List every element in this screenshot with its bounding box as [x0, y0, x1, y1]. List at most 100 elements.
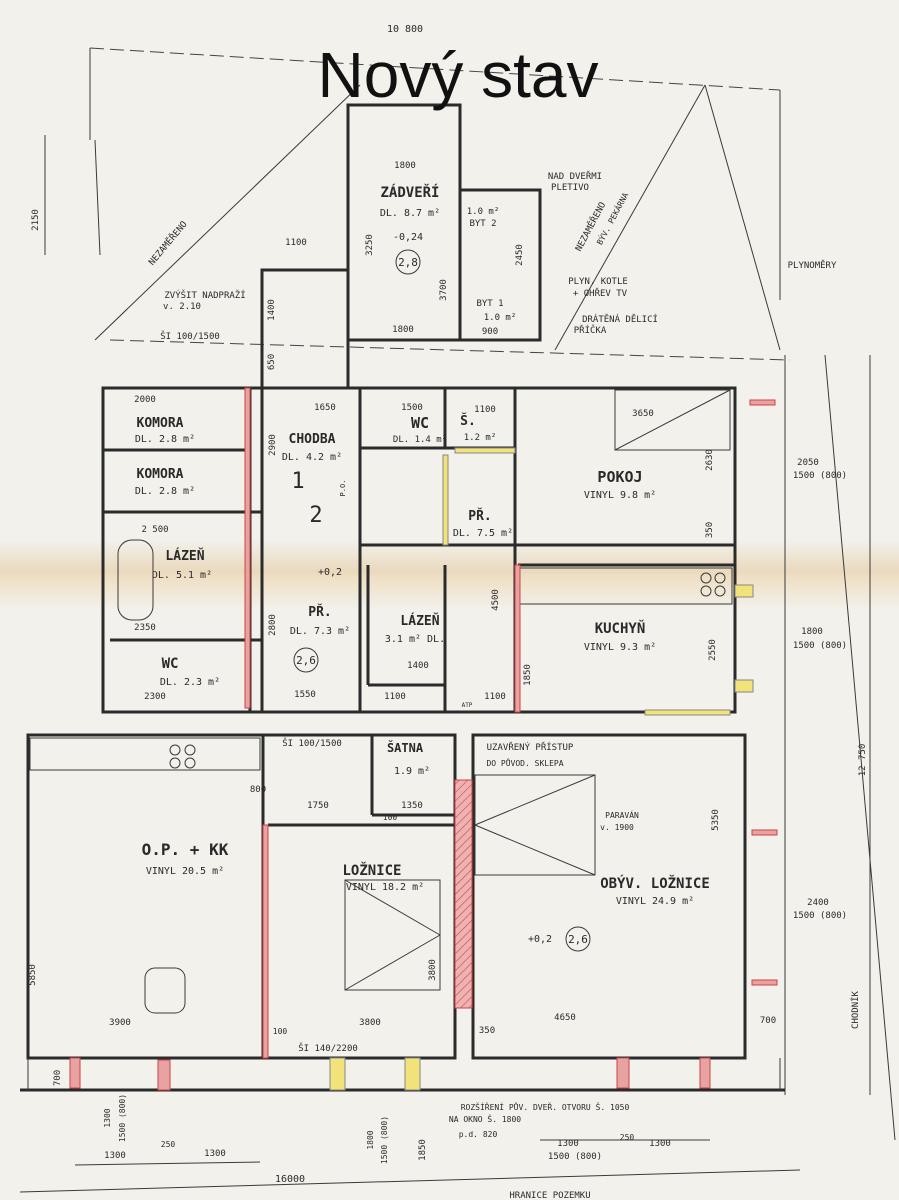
- plan-title: Nový stav: [318, 39, 599, 111]
- room-label-kuchyn: KUCHYŇ: [595, 620, 646, 637]
- paper-fold-stain: [0, 540, 899, 610]
- note: BYT 1: [476, 299, 503, 309]
- height-mark-circle: [293, 647, 319, 673]
- room-label-predsin: PŘ.: [308, 604, 331, 620]
- room-area: VINYL 18.2 m²: [346, 882, 424, 893]
- note: v. 1900: [600, 823, 634, 832]
- note: BYT 2: [469, 219, 496, 229]
- level-mark: +0,2: [318, 567, 342, 578]
- room-area: DL. 5.1 m²: [152, 570, 212, 581]
- room-area: DL. 4.2 m²: [282, 452, 342, 463]
- note: PLYNOMĚRY: [788, 259, 837, 271]
- room-area: DL. 7.5 m²: [453, 528, 513, 539]
- note: ZVÝŠIT NADPRAŽÍ: [164, 289, 245, 301]
- dimension: 2800: [268, 614, 278, 636]
- dimension: 1800: [394, 161, 416, 171]
- dimension: 900: [482, 327, 498, 337]
- site-lines: [19, 47, 896, 1193]
- dimension: 1300: [204, 1149, 226, 1159]
- dimension: 1550: [294, 690, 316, 700]
- dimension: 4500: [491, 589, 501, 611]
- dimension: 700: [760, 1016, 776, 1026]
- note: p.d. 820: [459, 1130, 498, 1139]
- dimension: 1500 (800): [118, 1094, 127, 1142]
- note: ŠI 140/2200: [298, 1042, 358, 1054]
- dimension: 5850: [28, 964, 38, 986]
- dimension: 1350: [401, 801, 423, 811]
- room-area: VINYL 20.5 m²: [146, 866, 224, 877]
- dimension: 250: [161, 1140, 176, 1149]
- dimension: 350: [479, 1026, 495, 1036]
- note: P.O.: [339, 480, 347, 497]
- note: PLETIVO: [551, 183, 589, 193]
- room-area: DL. 2.8 m²: [135, 486, 195, 497]
- note: PARAVÁN: [605, 809, 639, 820]
- room-area: VINYL 9.8 m²: [584, 490, 656, 501]
- height-mark-circle: [565, 926, 591, 952]
- dimension: 2150: [31, 209, 41, 231]
- dimension: 16000: [275, 1174, 305, 1185]
- note: CHODNÍK: [849, 990, 861, 1029]
- room-area: VINYL 9.3 m²: [584, 642, 656, 653]
- dimension: 3900: [109, 1018, 131, 1028]
- dimension: 10 800: [387, 24, 423, 35]
- dimension: 1100: [474, 405, 496, 415]
- room-label-obyvaci-loznice: OBÝV. LOŽNICE: [600, 874, 710, 892]
- note: ROZŠÍŘENÍ PŮV. DVEŘ. OTVORU Š. 1050: [461, 1101, 630, 1112]
- dimension: 4650: [554, 1013, 576, 1023]
- height-mark-circle: [395, 249, 421, 275]
- height-mark: 2,6: [568, 933, 588, 946]
- dimension: 1850: [418, 1139, 428, 1161]
- dimension: 1400: [407, 661, 429, 671]
- dimension: 800: [250, 785, 266, 795]
- note: v. 2.10: [163, 302, 201, 312]
- room-label-loznice: LOŽNICE: [342, 862, 401, 879]
- dimension: 700: [53, 1070, 63, 1086]
- room-area: 3.1 m² DL.: [385, 634, 445, 645]
- dimension: 2000: [134, 395, 156, 405]
- dimension: 3800: [428, 959, 438, 981]
- room-area: 1.9 m²: [394, 766, 430, 777]
- note: ŠI 100/1500: [282, 737, 342, 749]
- note: + OHŘEV TV: [573, 287, 628, 299]
- dimension: 1650: [314, 403, 336, 413]
- note: DRÁTĚNÁ DĚLICÍ: [582, 313, 658, 325]
- room-label-predsin: PŘ.: [468, 508, 491, 524]
- dimension: 3250: [365, 234, 375, 256]
- dimension: 2630: [705, 449, 715, 471]
- dimension: 1500 (800): [793, 471, 847, 481]
- dimension: 650: [267, 354, 277, 370]
- room-label-lazen: LÁZEŇ: [400, 613, 439, 629]
- dimension: 12 750: [858, 744, 868, 777]
- dimension: 250: [620, 1133, 635, 1142]
- room-label-komora: KOMORA: [137, 467, 184, 482]
- room-label-lazen: LÁZEŇ: [165, 548, 204, 564]
- dimension: 2300: [144, 692, 166, 702]
- note: PŘÍČKA: [574, 324, 607, 336]
- dimension: 2 500: [141, 525, 168, 535]
- section-marker-1: 1: [291, 469, 304, 494]
- dimension: 2050: [797, 458, 819, 468]
- room-area: DL. 1.4 m²: [393, 435, 447, 445]
- dimension: 1800: [801, 627, 823, 637]
- level-mark: +0,2: [528, 934, 552, 945]
- room-area: DL. 2.3 m²: [160, 677, 220, 688]
- room-label-chodba: CHODBA: [289, 432, 336, 447]
- room-label-wc: WC: [162, 656, 179, 672]
- dimension: 350: [705, 522, 715, 538]
- dimension: 1500 (800): [548, 1152, 602, 1162]
- level-mark: -0,24: [393, 232, 423, 243]
- dimension: 1300: [103, 1108, 112, 1127]
- section-marker-2: 2: [309, 503, 322, 528]
- dimension: 1300: [649, 1139, 671, 1149]
- room-label-wc: WC: [411, 414, 429, 432]
- note: NAD DVEŘMI: [548, 170, 602, 182]
- dimension: 1750: [307, 801, 329, 811]
- room-label-komora: KOMORA: [137, 416, 184, 431]
- room-area: 1.2 m²: [464, 433, 497, 443]
- note: NA OKNO Š. 1800: [449, 1113, 521, 1124]
- room-area: DL. 8.7 m²: [380, 208, 440, 219]
- room-label-pokoj: POKOJ: [597, 468, 642, 486]
